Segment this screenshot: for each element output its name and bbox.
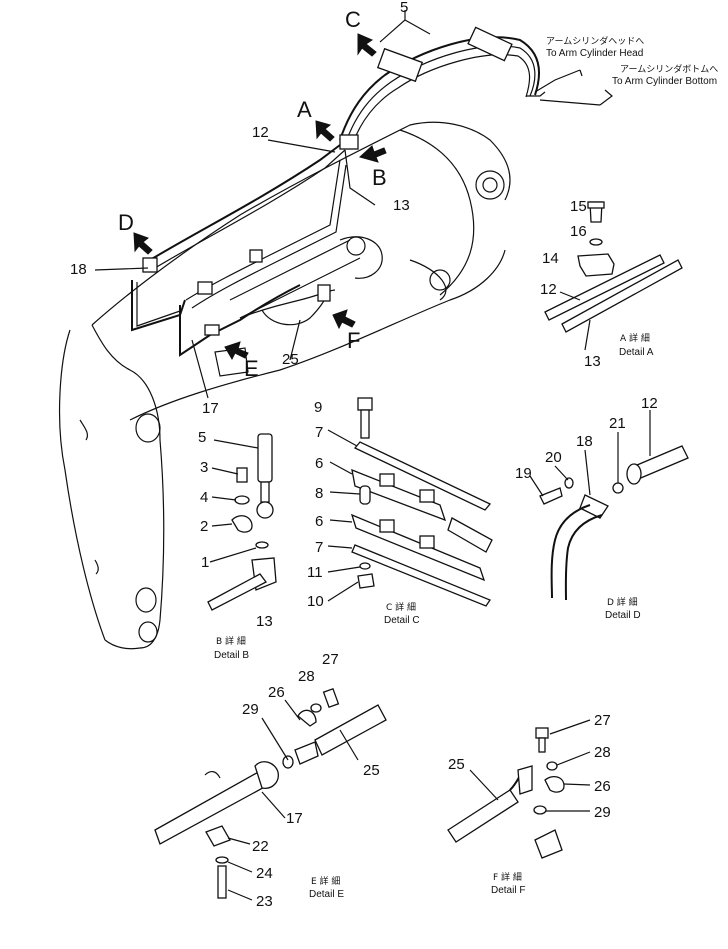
part-number: 29 [594, 804, 611, 821]
part-number: 29 [242, 701, 259, 718]
detail-f-jp: F 詳 細 [493, 871, 522, 883]
arrow-c-icon [357, 33, 377, 57]
part-number: 18 [70, 261, 87, 278]
detail-d-drawing [529, 410, 689, 601]
part-number: 18 [576, 433, 593, 450]
part-number: 26 [268, 684, 285, 701]
part-number: 22 [252, 838, 269, 855]
detail-captions: A 詳 細 Detail A B 詳 細 Detail B C 詳 細 Deta… [214, 332, 654, 900]
part-number: 28 [594, 744, 611, 761]
detail-b-jp: B 詳 細 [216, 635, 246, 647]
detail-b-drawing [207, 433, 277, 611]
part-number: 2 [200, 518, 208, 535]
main-leaders [94, 10, 431, 399]
part-number: 10 [307, 593, 324, 610]
destination-callouts: アームシリンダヘッドへ To Arm Cylinder Head アームシリンダ… [546, 35, 718, 87]
part-number: 6 [315, 455, 323, 472]
head-label-jp: アームシリンダヘッドへ [546, 35, 644, 47]
part-number: 25 [448, 756, 465, 773]
part-number: 27 [594, 712, 611, 729]
part-number: 28 [298, 668, 315, 685]
part-number: 13 [584, 353, 601, 370]
part-number: 3 [200, 459, 208, 476]
part-number: 21 [609, 415, 626, 432]
part-number: 13 [393, 197, 410, 214]
part-number: 26 [594, 778, 611, 795]
part-number: 23 [256, 893, 273, 910]
hydraulic-lines [131, 26, 613, 357]
part-number: 11 [307, 564, 323, 581]
part-number: 4 [200, 489, 208, 506]
part-number: 5 [400, 0, 408, 16]
part-number: 12 [540, 281, 557, 298]
letter-d: D [118, 210, 134, 235]
detail-c-drawing [327, 397, 493, 607]
part-number: 7 [315, 539, 323, 556]
part-number: 5 [198, 429, 206, 446]
part-numbers: 5 12 13 18 17 25 15 16 14 12 13 5 3 4 2 … [70, 0, 658, 910]
part-number: 9 [314, 399, 322, 416]
bottom-label-en: To Arm Cylinder Bottom [612, 76, 717, 87]
part-number: 12 [641, 395, 658, 412]
part-number: 25 [282, 351, 299, 368]
detail-e-en: Detail E [309, 889, 344, 900]
letter-e: E [244, 356, 259, 381]
letter-b: B [372, 165, 387, 190]
arrow-a-icon [315, 120, 335, 142]
part-number: 7 [315, 424, 323, 441]
part-number: 16 [570, 223, 587, 240]
detail-d-jp: D 詳 細 [607, 596, 638, 608]
arrow-d-icon [133, 232, 153, 255]
bottom-label-jp: アームシリンダボトムへ [620, 63, 718, 75]
reference-letters: C A B D E F [118, 7, 387, 381]
detail-a-en: Detail A [619, 347, 654, 358]
arrow-f-icon [332, 309, 356, 330]
part-number: 19 [515, 465, 532, 482]
part-number: 25 [363, 762, 380, 779]
detail-b-en: Detail B [214, 650, 249, 661]
detail-c-en: Detail C [384, 615, 420, 626]
letter-a: A [297, 97, 312, 122]
detail-f-drawing [447, 719, 591, 859]
part-number: 27 [322, 651, 339, 668]
boom-arm-outline [58, 121, 511, 650]
part-number: 13 [256, 613, 273, 630]
detail-e-drawing [154, 687, 387, 901]
arrow-b-icon [358, 145, 387, 163]
detail-a-jp: A 詳 細 [620, 332, 650, 344]
part-number: 14 [542, 250, 559, 267]
arrow-e-icon [224, 341, 249, 361]
part-number: 17 [202, 400, 219, 417]
part-number: 8 [315, 485, 323, 502]
part-number: 12 [252, 124, 269, 141]
part-number: 6 [315, 513, 323, 530]
letter-f: F [347, 328, 360, 353]
part-number: 17 [286, 810, 303, 827]
detail-c-jp: C 詳 細 [386, 601, 416, 613]
part-number: 15 [570, 198, 587, 215]
detail-e-jp: E 詳 細 [311, 875, 340, 887]
view-arrows [133, 33, 387, 361]
detail-d-en: Detail D [605, 610, 641, 621]
part-number: 20 [545, 449, 562, 466]
letter-c: C [345, 7, 361, 32]
detail-a-drawing [544, 201, 683, 351]
part-number: 1 [201, 554, 209, 571]
head-label-en: To Arm Cylinder Head [546, 48, 643, 59]
detail-f-en: Detail F [491, 885, 525, 896]
part-number: 24 [256, 865, 273, 882]
